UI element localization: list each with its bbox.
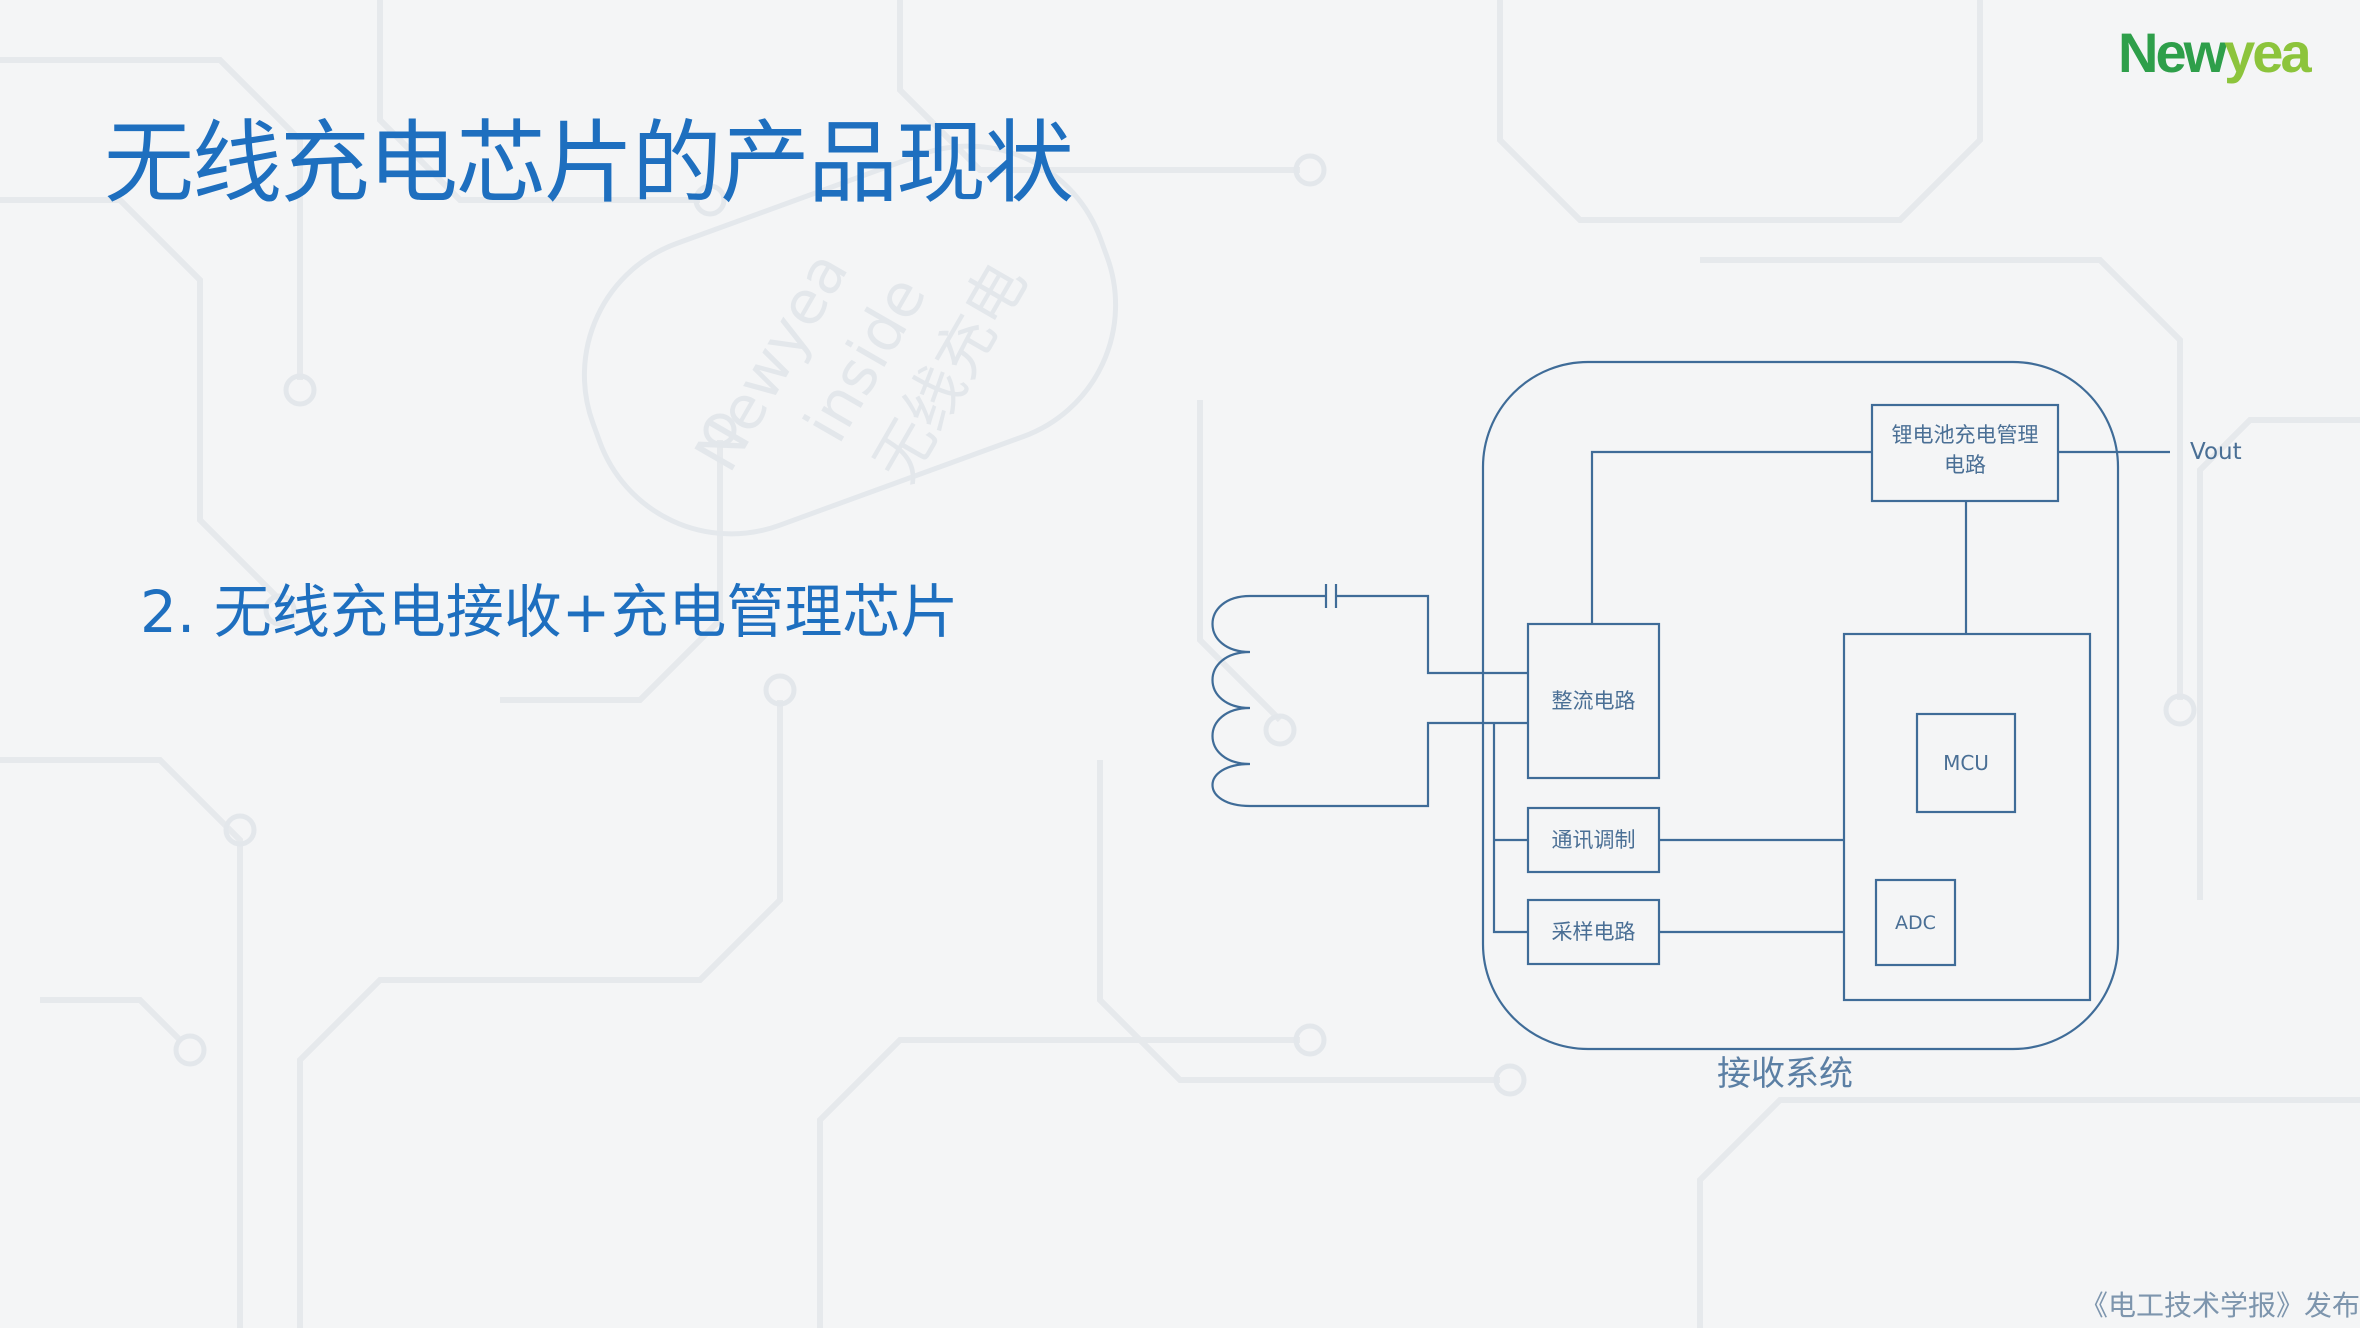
receiver-system-enclosure (1481, 360, 2120, 1051)
rectifier-box (1526, 622, 1661, 780)
battery-mgmt-label: 锂电池充电管理 电路 (1872, 420, 2058, 480)
mcu-label: MCU (1943, 751, 1989, 775)
footer-source: 《电工技术学报》发布 (2079, 1289, 2360, 1322)
battery-mgmt-line2: 电路 (1944, 453, 1986, 477)
section-subtitle: 2. 无线充电接收+充电管理芯片 (140, 578, 959, 646)
sampling-label: 采样电路 (1551, 920, 1636, 944)
vout-label: Vout (2190, 439, 2242, 465)
page-title: 无线充电芯片的产品现状 (104, 111, 1074, 216)
battery-mgmt-line1: 锂电池充电管理 (1891, 423, 2039, 447)
newyea-logo: Newyea (2118, 18, 2312, 88)
capacitor-symbol (1250, 584, 1528, 675)
comm-label: 通讯调制 (1551, 828, 1636, 852)
logo-part1: New (2118, 21, 2227, 84)
receiver-coil (1211, 594, 1251, 808)
controller-box (1842, 632, 2092, 1002)
rectifier-label: 整流电路 (1551, 689, 1636, 713)
logo-part2: yea (2224, 21, 2311, 84)
adc-label: ADC (1895, 912, 1936, 934)
mcu-box (1915, 712, 2017, 814)
adc-box (1874, 878, 1957, 967)
receiver-system-label: 接收系统 (1717, 1054, 1853, 1094)
